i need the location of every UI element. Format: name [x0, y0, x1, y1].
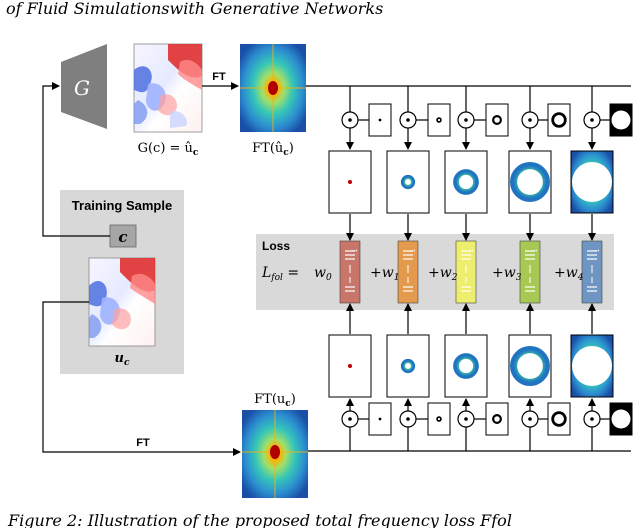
footer-caption: Figure 2: Illustration of the proposed t… [7, 511, 512, 528]
norm-subscript-1: 1 [411, 248, 417, 252]
loss-weight-3: +w3 [492, 265, 522, 283]
generated-output-label: G(c) = ûc [138, 141, 199, 158]
masked-spectrum-real-1 [386, 334, 430, 398]
frequency-mask-icon-top-0 [368, 103, 392, 137]
real-spectrum-caption: FT(uc) [254, 392, 296, 409]
circle-dot-icon-top-1 [399, 111, 417, 129]
generated-spectrum-image [240, 44, 306, 132]
loss-weight-1: +w1 [370, 265, 399, 283]
norm-subscript-3: 1 [533, 248, 539, 252]
loss-band-2: 1 [455, 240, 477, 304]
band-column-2: 1 +w2 [428, 86, 509, 451]
frequency-mask-icon-top-3 [547, 103, 571, 137]
frequency-mask-icon-bottom-2 [485, 402, 509, 436]
loss-weight-4: +w4 [554, 265, 584, 283]
loss-title: Loss [262, 239, 290, 253]
condition-symbol: c [118, 228, 127, 246]
circle-dot-icon-bottom-1 [399, 410, 417, 428]
frequency-mask-icon-top-2 [485, 103, 509, 137]
header-caption: of Fluid Simulationswith Generative Netw… [6, 0, 383, 18]
frequency-mask-icon-top-4 [609, 103, 633, 137]
frequency-mask-icon-bottom-0 [368, 402, 392, 436]
generator-symbol: G [74, 76, 90, 100]
loss-weight-0: w0 [314, 265, 332, 283]
masked-spectrum-generated-2 [444, 150, 488, 214]
loss-band-4: 1 [581, 240, 603, 304]
real-spectrum-image [242, 410, 308, 498]
circle-dot-icon-top-0 [341, 111, 359, 129]
masked-spectrum-real-2 [444, 334, 488, 398]
condition-to-generator-path [42, 82, 110, 237]
loss-band-0: 1 [339, 240, 361, 304]
norm-subscript-0: 1 [353, 248, 359, 252]
masked-spectrum-generated-3 [508, 150, 552, 214]
generated-field-image [133, 43, 203, 133]
band-column-3: 1 +w3 [492, 86, 571, 451]
training-sample-title: Training Sample [72, 198, 172, 213]
frequency-mask-icon-bottom-1 [427, 402, 451, 436]
masked-spectrum-generated-1 [386, 150, 430, 214]
circle-dot-icon-top-3 [521, 111, 539, 129]
training-sample-label: uc [115, 351, 130, 368]
norm-subscript-2: 1 [469, 248, 475, 252]
sample-to-ft-path [42, 301, 241, 456]
masked-spectrum-generated-0 [328, 150, 372, 214]
norm-subscript-4: 1 [595, 248, 601, 252]
masked-spectrum-real-3 [508, 334, 552, 398]
circle-dot-icon-top-4 [583, 111, 601, 129]
masked-spectrum-real-4 [570, 334, 614, 398]
loss-equation-lhs: Lfol = [261, 265, 299, 283]
frequency-band-columns: 1 w0 1 +w1 1 +w2 1 +w3 1 +w4 [314, 86, 633, 451]
ft-label-real: FT [136, 437, 150, 449]
masked-spectrum-real-0 [328, 334, 372, 398]
frequency-mask-icon-top-1 [427, 103, 451, 137]
loss-weight-2: +w2 [428, 265, 458, 283]
circle-dot-icon-bottom-3 [521, 410, 539, 428]
generated-spectrum-caption: FT(ûc) [252, 141, 294, 158]
training-field-image [88, 257, 156, 347]
loss-band-1: 1 [397, 240, 419, 304]
masked-spectrum-generated-4 [570, 150, 614, 214]
frequency-mask-icon-bottom-3 [547, 402, 571, 436]
circle-dot-icon-top-2 [457, 111, 475, 129]
band-column-4: 1 +w4 [554, 86, 633, 451]
band-column-1: 1 +w1 [370, 86, 451, 451]
loss-band-3: 1 [519, 240, 541, 304]
generator-network-shape [61, 44, 107, 129]
band-column-0: 1 w0 [314, 86, 392, 451]
ft-label-generated: FT [212, 71, 226, 83]
circle-dot-icon-bottom-4 [583, 410, 601, 428]
frequency-mask-icon-bottom-4 [609, 402, 633, 436]
loss-panel [256, 234, 614, 310]
circle-dot-icon-bottom-2 [457, 410, 475, 428]
circle-dot-icon-bottom-0 [341, 410, 359, 428]
